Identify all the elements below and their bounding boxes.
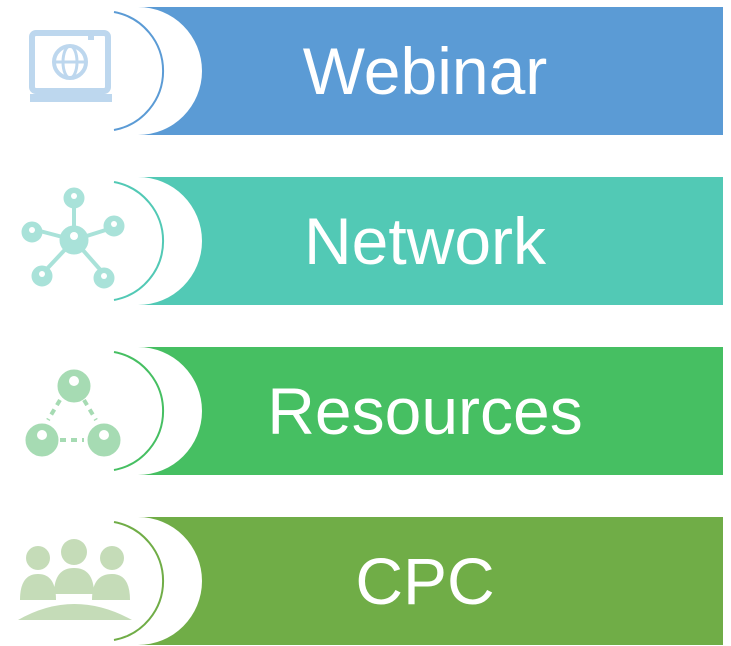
people-network-icon <box>21 187 125 289</box>
row-webinar: Webinar <box>29 7 723 135</box>
row-label-cpc: CPC <box>355 544 494 618</box>
laptop-globe-icon <box>29 30 112 102</box>
row-label-webinar: Webinar <box>303 34 548 108</box>
row-network: Network <box>21 177 723 305</box>
banner-notch-outline <box>113 521 165 641</box>
row-resources: Resources <box>25 347 723 475</box>
banner-network <box>138 177 723 305</box>
banner-cpc <box>138 517 723 645</box>
row-label-network: Network <box>304 204 547 278</box>
banner-notch-outline <box>113 181 165 301</box>
row-cpc: CPC <box>18 517 723 645</box>
banner-notch-arc <box>118 348 166 474</box>
meeting-group-icon <box>18 539 132 620</box>
people-connection-icon <box>25 369 121 457</box>
banner-notch-outline <box>113 11 165 131</box>
banner-resources <box>138 347 723 475</box>
row-label-resources: Resources <box>267 374 582 448</box>
banner-notch-arc <box>118 8 166 134</box>
banner-notch-outline <box>113 351 165 471</box>
banner-webinar <box>138 7 723 135</box>
banner-notch-arc <box>118 178 166 304</box>
